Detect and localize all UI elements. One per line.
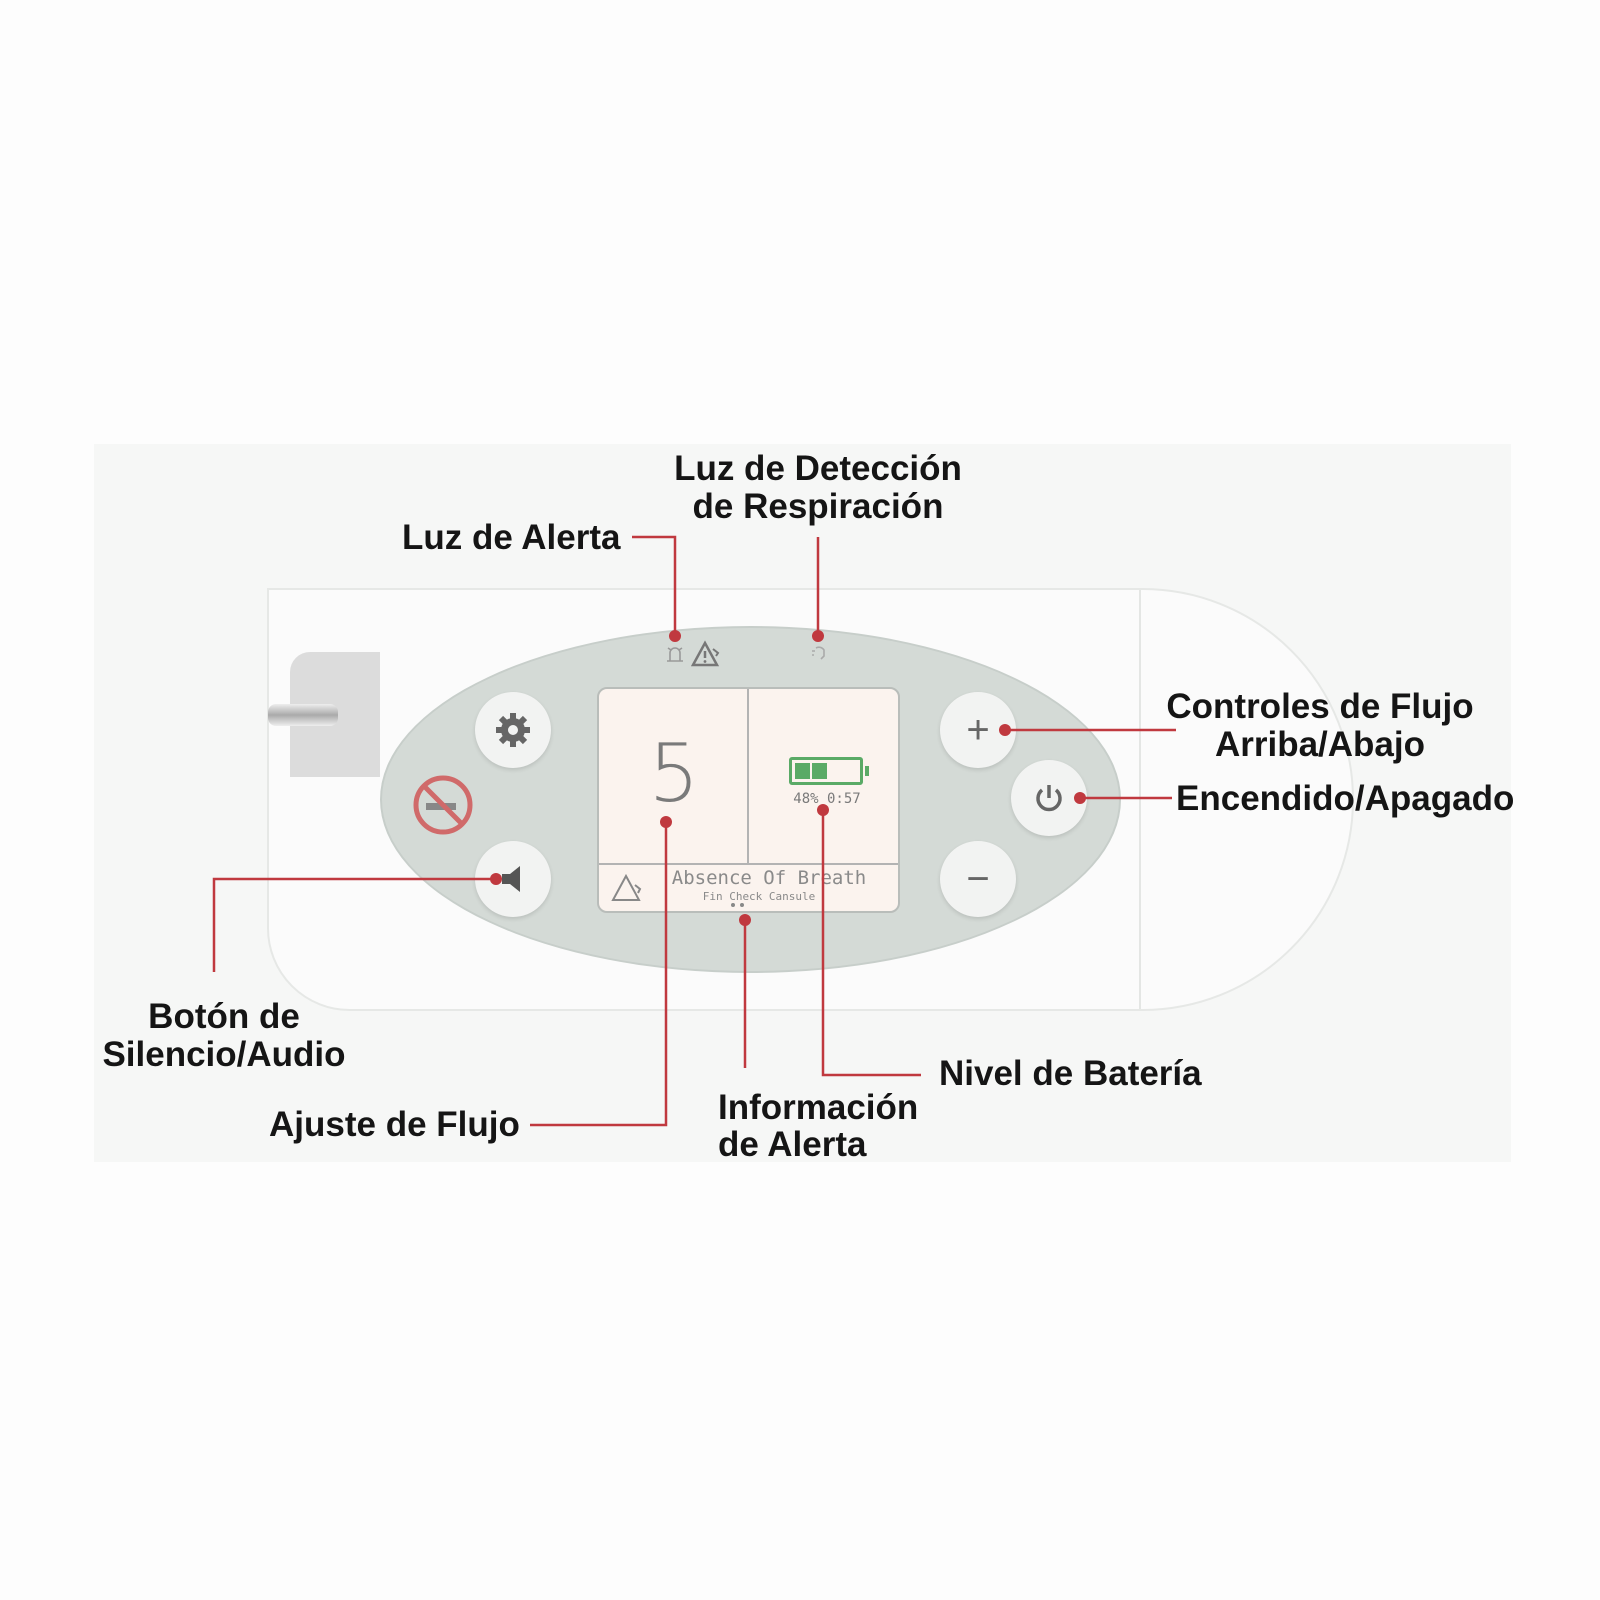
battery-icon — [789, 757, 869, 785]
callout-dot — [490, 873, 502, 885]
label-line: Silencio/Audio — [102, 1035, 346, 1074]
device-cap-seam — [1139, 590, 1141, 1009]
label-line: Información — [718, 1088, 919, 1127]
alert-submessage: Fin Check Cansule — [702, 890, 816, 903]
battery-cell — [795, 763, 810, 779]
lcd-screen: 5 48% 0:57 Absence Of Breath Fin Check C… — [597, 687, 900, 913]
battery-terminal — [865, 766, 869, 776]
label-line: Botón de — [148, 997, 300, 1036]
alarm-icon — [664, 643, 686, 670]
battery-readout: 48% 0:57 — [793, 791, 861, 807]
breath-icon — [808, 643, 830, 670]
callout-dot — [999, 724, 1011, 736]
callout-line-mute — [212, 877, 496, 972]
gear-icon — [496, 713, 530, 747]
flow-setting-value: 5 — [648, 727, 700, 820]
label-alert-info: Información de Alerta — [718, 1089, 918, 1163]
label-line: de Respiración — [692, 487, 944, 526]
label-breath-light: Luz de Detección de Respiración — [658, 450, 978, 526]
label-power: Encendido/Apagado — [1176, 779, 1515, 818]
callout-line-flow-setting — [530, 822, 668, 1127]
alert-message: Absence Of Breath — [671, 867, 867, 889]
label-flow-controls: Controles de Flujo Arriba/Abajo — [1160, 688, 1480, 764]
screen-divider-vertical — [747, 689, 749, 863]
label-flow-setting: Ajuste de Flujo — [269, 1105, 520, 1144]
label-line: de Alerta — [718, 1125, 867, 1164]
settings-button[interactable] — [475, 692, 551, 768]
page-dot — [731, 903, 735, 907]
outlet-nozzle — [268, 704, 338, 726]
callout-dot — [669, 630, 681, 642]
label-line: Arriba/Abajo — [1214, 725, 1426, 764]
callout-line-battery — [821, 810, 921, 1077]
callout-dot — [817, 804, 829, 816]
label-mute-button: Botón de Silencio/Audio — [74, 998, 374, 1074]
callout-dot — [739, 914, 751, 926]
speaker-icon — [502, 866, 520, 892]
callout-dot — [1074, 792, 1086, 804]
no-smoking-icon — [412, 774, 474, 841]
label-battery-level: Nivel de Batería — [939, 1054, 1202, 1093]
minus-icon: − — [966, 856, 990, 901]
page-dot — [740, 903, 744, 907]
callout-line-alert-light — [632, 535, 677, 636]
label-line: Luz de Detección — [674, 449, 962, 488]
alert-triangle-icon — [611, 873, 645, 908]
callout-dot — [812, 630, 824, 642]
label-line: Controles de Flujo — [1166, 687, 1474, 726]
warning-icon — [690, 640, 723, 673]
flow-down-button[interactable]: − — [940, 841, 1016, 917]
screen-divider-horizontal — [599, 863, 898, 865]
label-alert-light: Luz de Alerta — [402, 518, 621, 557]
plus-icon: + — [966, 707, 990, 752]
callout-dot — [660, 816, 672, 828]
battery-cell — [812, 763, 827, 779]
power-icon — [1036, 785, 1062, 812]
